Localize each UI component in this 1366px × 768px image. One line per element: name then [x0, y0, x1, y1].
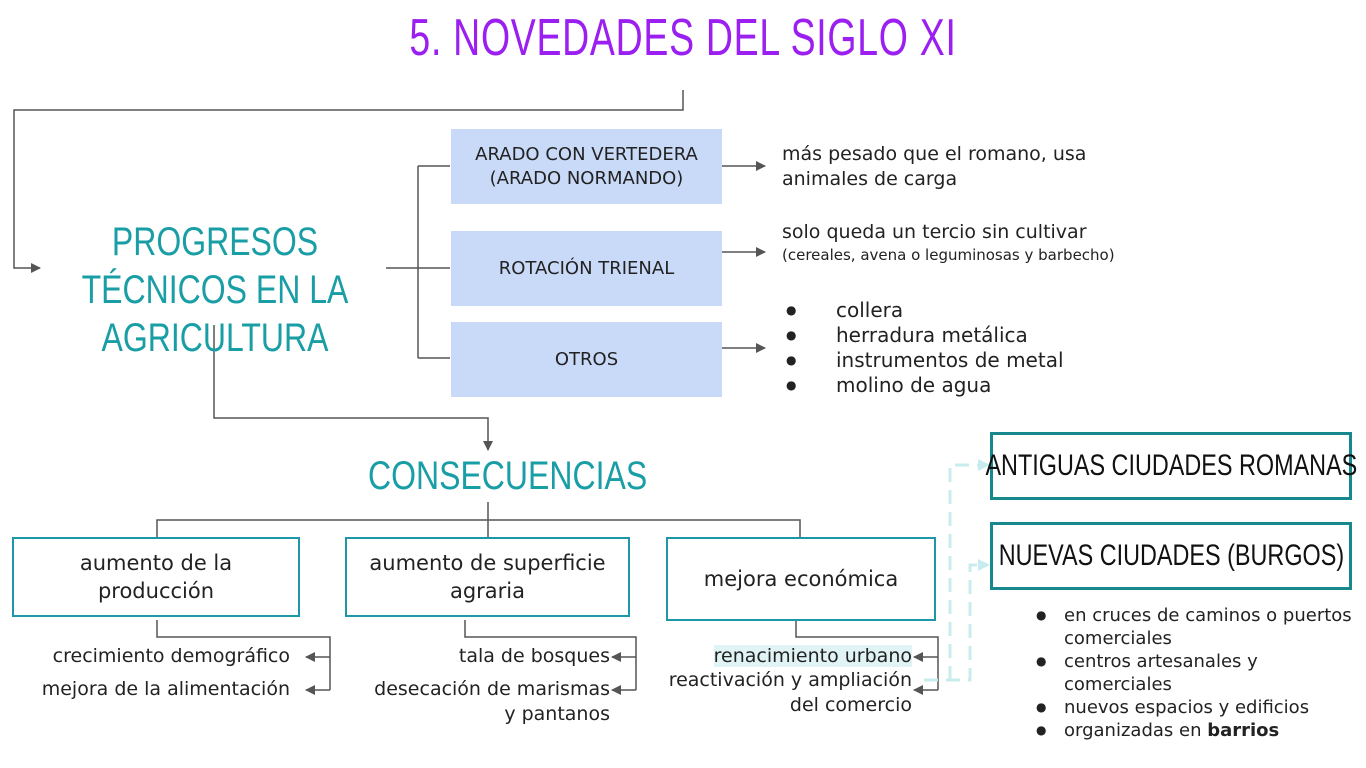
effect-forest: tala de bosques	[458, 645, 610, 667]
plough-description: más pesado que el romano, usa animales d…	[782, 143, 1087, 190]
rotation-note: (cereales, avena o leguminosas y barbech…	[782, 246, 1115, 264]
main-topic-heading: PROGRESOS TÉCNICOS EN LA AGRICULTURA	[81, 220, 349, 360]
list-item: nuevos espacios y edificios	[1036, 696, 1356, 719]
new-cities-features: en cruces de caminos o puertos comercial…	[1036, 604, 1356, 742]
old-cities-label: ANTIGUAS CIUDADES ROMANAS	[985, 449, 1357, 482]
list-item: centros artesanales y comerciales	[1036, 650, 1356, 696]
effect-food: mejora de la alimentación	[41, 678, 290, 700]
consequence-box-production: aumento de la producción	[12, 537, 300, 617]
technique-box-plough: ARADO CON VERTEDERA (ARADO NORMANDO)	[451, 129, 722, 204]
new-cities-label: NUEVAS CIUDADES (BURGOS)	[998, 539, 1344, 572]
list-item-text: organizadas en	[1064, 720, 1208, 741]
consequence-box-economy: mejora económica	[666, 537, 936, 621]
other-techniques-list: collera herradura metálica instrumentos …	[786, 298, 1106, 398]
list-item: molino de agua	[786, 373, 1106, 398]
list-item: instrumentos de metal	[786, 348, 1106, 373]
highlighted-text: renacimiento urbano	[713, 645, 912, 667]
effect-demographic: crecimiento demográfico	[52, 645, 290, 667]
list-item: collera	[786, 298, 1106, 323]
page-title: 5. NOVEDADES DEL SIGLO XI	[409, 9, 957, 67]
list-item: herradura metálica	[786, 323, 1106, 348]
consequence-box-surface: aumento de superficie agraria	[345, 537, 630, 617]
rotation-description: solo queda un tercio sin cultivar	[782, 221, 1087, 243]
list-item: organizadas en barrios	[1036, 719, 1356, 742]
list-item: en cruces de caminos o puertos comercial…	[1036, 604, 1356, 650]
technique-box-others: OTROS	[451, 322, 722, 397]
old-cities-box: ANTIGUAS CIUDADES ROMANAS	[985, 432, 1357, 500]
effect-urban: renacimiento urbano	[660, 644, 912, 669]
effect-commerce: reactivación y ampliación del comercio	[668, 669, 912, 716]
list-item-bold: barrios	[1207, 720, 1280, 741]
new-cities-box: NUEVAS CIUDADES (BURGOS)	[990, 522, 1352, 590]
technique-box-rotation: ROTACIÓN TRIENAL	[451, 231, 722, 306]
consequences-heading: CONSECUENCIAS	[368, 454, 648, 498]
effect-marsh: desecación de marismas y pantanos	[374, 678, 610, 725]
